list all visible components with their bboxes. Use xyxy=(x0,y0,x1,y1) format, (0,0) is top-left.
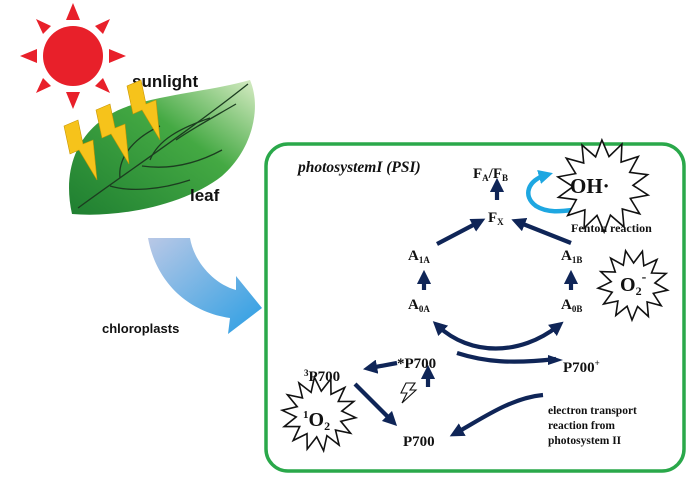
superoxide-label: O2- xyxy=(620,270,647,298)
singlet-oxygen-burst-icon xyxy=(279,374,359,454)
etr-line3: photosystem II xyxy=(548,435,622,447)
arrow-psii-electron xyxy=(449,392,544,437)
arrow-a1a-fx xyxy=(436,218,486,246)
hydroxyl-burst-icon xyxy=(555,137,651,235)
p700-excited-label: *P700 xyxy=(397,356,436,372)
sunray-icons xyxy=(63,79,161,181)
arrow-triplet-ground xyxy=(353,382,398,427)
arrow-p700-a0 xyxy=(432,321,564,351)
fenton-label: Fenton reaction xyxy=(571,221,652,235)
p700-ground-label: P700 xyxy=(403,434,435,450)
arrow-p700-oxidized-line xyxy=(456,351,557,364)
electron-arrows xyxy=(353,177,579,437)
superoxide-burst-icon xyxy=(595,248,670,323)
chloroplasts-label: chloroplasts xyxy=(102,321,179,336)
singlet-oxygen: 1O2 xyxy=(279,374,359,454)
hydroxyl-label: OH· xyxy=(570,174,610,198)
fafb-label: FA/FB xyxy=(473,166,508,183)
a1b-label: A1B xyxy=(561,248,582,265)
etr-line1: electron transport xyxy=(548,405,637,417)
leaf-icon xyxy=(69,80,255,215)
arrow-a1b-fx xyxy=(511,217,572,245)
psi-title: photosystemI (PSI) xyxy=(296,159,421,176)
superoxide: O2- xyxy=(595,248,670,323)
singlet-oxygen-label: 1O2 xyxy=(303,409,330,433)
lightning-icon xyxy=(400,382,418,404)
a0b-label: A0B xyxy=(561,297,582,314)
sunlight-label: sunlight xyxy=(132,72,198,91)
etr-line2: reaction from xyxy=(548,420,615,432)
leaf-label: leaf xyxy=(190,186,220,205)
a0a-label: A0A xyxy=(408,297,430,314)
arrowhead-p700plus xyxy=(548,355,563,365)
sun-icon xyxy=(20,3,126,109)
p700-triplet-label: 3P700 xyxy=(304,368,340,385)
hydroxyl-radical: OH· xyxy=(555,137,651,235)
fx-label: FX xyxy=(488,210,504,227)
p700-plus-label: P700+ xyxy=(563,358,600,376)
chloroplast-arrow-icon xyxy=(148,238,262,334)
arrow-isc xyxy=(362,359,398,374)
a1a-label: A1A xyxy=(408,248,430,265)
psi-box xyxy=(264,142,686,473)
